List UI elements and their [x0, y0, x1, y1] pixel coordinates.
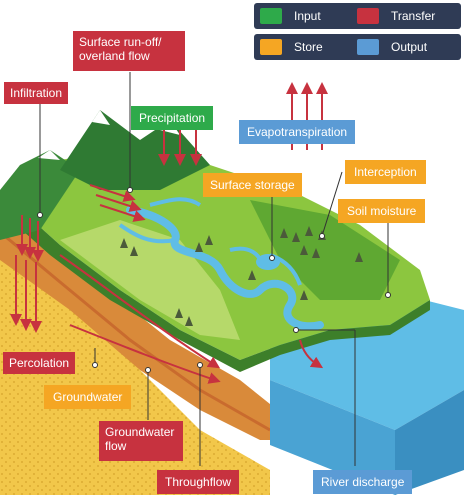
- bedrock-front: [0, 260, 270, 495]
- legend-transfer: Transfer: [351, 3, 461, 29]
- label-infiltration: Infiltration: [4, 82, 69, 104]
- label-groundwater: Groundwater: [44, 385, 132, 409]
- legend-swatch-input: [260, 8, 282, 24]
- label-surface-runoff-line2: overland flow: [79, 49, 150, 63]
- legend-label-input: Input: [294, 9, 321, 23]
- snow-cap-1: [92, 110, 110, 125]
- label-soil-moisture: Soil moisture: [338, 199, 426, 223]
- legend-input: Input: [254, 3, 369, 29]
- infiltration-arrows: [16, 215, 44, 262]
- sea-front: [270, 380, 395, 495]
- discharge-arrow: [299, 339, 324, 369]
- label-groundwater-flow-line1: Groundwater: [105, 425, 175, 439]
- sea-side: [395, 390, 464, 495]
- lake: [256, 254, 280, 270]
- label-throughflow: Throughflow: [157, 470, 240, 494]
- label-percolation: Percolation: [3, 352, 76, 374]
- label-interception: Interception: [345, 160, 426, 184]
- legend-swatch-output: [357, 39, 379, 55]
- percolation-arrows: [10, 255, 42, 333]
- label-evapotranspiration: Evapotranspiration: [239, 120, 356, 144]
- leader-lines: [37, 72, 391, 466]
- legend-label-output: Output: [391, 40, 428, 54]
- label-river-discharge: River discharge: [313, 470, 413, 494]
- throughflow-arrows: [59, 254, 221, 384]
- soil-layer: [0, 200, 300, 440]
- land-dark: [250, 200, 400, 300]
- label-groundwater-flow-line2: flow: [105, 439, 127, 453]
- legend-label-transfer: Transfer: [391, 9, 436, 23]
- tributary-2: [118, 223, 176, 244]
- label-surface-runoff: Surface run-off/ overland flow: [73, 31, 185, 71]
- legend-output: Output: [351, 34, 461, 60]
- land-light: [60, 220, 240, 340]
- snow-cap-3: [38, 150, 60, 160]
- label-surface-runoff-line1: Surface run-off/: [79, 35, 162, 49]
- tributary-1: [149, 197, 202, 207]
- label-surface-storage: Surface storage: [203, 173, 302, 197]
- soil-band: [0, 230, 271, 432]
- legend-swatch-transfer: [357, 8, 379, 24]
- label-precipitation: Precipitation: [131, 106, 214, 130]
- land-surface: [10, 150, 430, 360]
- label-groundwater-flow: Groundwater flow: [99, 421, 183, 461]
- river: [126, 206, 324, 331]
- legend-store: Store: [254, 34, 369, 60]
- runoff-arrows: [89, 184, 146, 222]
- trees: [120, 226, 363, 326]
- legend-swatch-store: [260, 39, 282, 55]
- legend-label-store: Store: [294, 40, 323, 54]
